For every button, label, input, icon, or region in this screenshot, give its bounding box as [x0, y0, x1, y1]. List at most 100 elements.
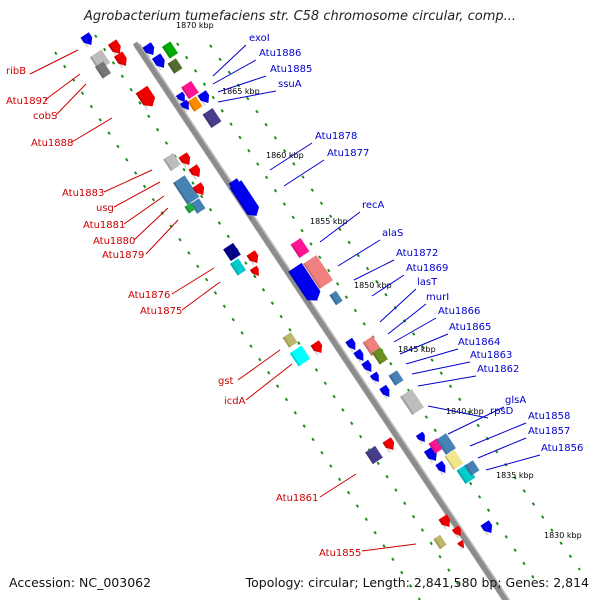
leader-line [123, 195, 165, 225]
gene-label-Atu1877: Atu1877 [327, 148, 369, 159]
tick-label: 1860 kbp [266, 151, 304, 160]
gene-feature [353, 348, 364, 364]
gene-feature [361, 359, 372, 375]
gene-feature [142, 42, 155, 58]
gene-feature [249, 265, 259, 279]
gene-feature [451, 525, 461, 539]
gene-feature [246, 250, 259, 266]
gene-feature [438, 514, 451, 530]
gene-feature [379, 384, 390, 400]
gene-label-cobS: cobS [33, 111, 57, 122]
leader-line [181, 281, 221, 311]
leader-line [485, 454, 541, 471]
tick-label: 1830 kbp [544, 531, 582, 540]
gene-label-Atu1879: Atu1879 [102, 250, 144, 261]
leader-line [237, 349, 281, 381]
gene-label-Atu1880: Atu1880 [93, 236, 135, 247]
gene-label-alaS: alaS [382, 228, 403, 239]
gene-feature [192, 182, 205, 198]
gene-label-Atu1883: Atu1883 [62, 188, 104, 199]
gene-label-Atu1865: Atu1865 [449, 322, 491, 333]
gene-label-Atu1856: Atu1856 [541, 443, 583, 454]
chromosome-backbone [132, 41, 509, 600]
gene-label-Atu1857: Atu1857 [528, 426, 570, 437]
map-title: Agrobacterium tumefaciens str. C58 chrom… [83, 9, 517, 24]
gene-feature [433, 534, 447, 550]
gene-feature [188, 164, 201, 180]
leader-line [393, 317, 437, 343]
leader-line [55, 83, 87, 116]
grid-dots [54, 34, 581, 600]
gene-labels: ribBAtu1892cobSAtu1888Atu1883usgAtu1881A… [6, 33, 583, 559]
gene-feature [415, 431, 425, 445]
leader-line [405, 348, 459, 365]
gene-label-Atu1869: Atu1869 [406, 263, 448, 274]
gene-label-usg: usg [96, 203, 114, 214]
leader-line [212, 59, 257, 85]
gene-label-rpsD: rpsD [490, 406, 514, 417]
gene-label-Atu1888: Atu1888 [31, 138, 73, 149]
grid-track [54, 51, 421, 600]
leader-line [319, 473, 357, 498]
leader-line [283, 159, 325, 187]
leader-line [417, 375, 477, 387]
leader-line [319, 211, 361, 243]
gene-feature [107, 39, 121, 57]
gene-feature [163, 152, 181, 172]
gene-label-Atu1863: Atu1863 [470, 350, 512, 361]
gene-label-Atu1878: Atu1878 [315, 131, 357, 142]
gene-feature [435, 460, 446, 476]
leader-line [71, 117, 113, 143]
gene-feature [444, 450, 464, 470]
leader-line [387, 303, 427, 335]
leader-line [212, 44, 247, 77]
gene-label-Atu1864: Atu1864 [458, 337, 500, 348]
tick-label: 1865 kbp [222, 87, 260, 96]
leader-line [44, 73, 81, 101]
gene-feature [151, 53, 165, 71]
genome-summary: Topology: circular; Length: 2,841,580 bp… [245, 575, 589, 590]
gene-feature [282, 332, 298, 348]
gene-label-lasT: lasT [417, 277, 438, 288]
gene-feature [94, 61, 112, 79]
gene-feature [80, 32, 93, 48]
leader-line [245, 363, 293, 401]
gene-feature [228, 178, 241, 194]
gene-feature [303, 255, 333, 289]
gene-feature [436, 433, 456, 455]
gene-label-Atu1861: Atu1861 [276, 493, 318, 504]
leader-line [469, 422, 527, 447]
gene-feature [175, 91, 185, 105]
gene-label-Atu1858: Atu1858 [528, 411, 570, 422]
leader-line [361, 543, 417, 552]
gene-label-murI: murI [426, 292, 449, 303]
leader-line [217, 90, 277, 103]
gene-feature [329, 290, 343, 306]
leader-line [399, 333, 449, 355]
gene-feature [369, 371, 379, 385]
gene-label-Atu1886: Atu1886 [259, 48, 301, 59]
gene-label-ssuA: ssuA [278, 79, 302, 90]
gene-feature [289, 345, 311, 367]
leader-line [103, 169, 153, 193]
tick-label: 1845 kbp [398, 345, 436, 354]
gene-label-Atu1855: Atu1855 [319, 548, 361, 559]
leader-line [133, 207, 169, 241]
gene-feature [197, 90, 210, 106]
leader-line [477, 437, 527, 459]
tick-label: 1855 kbp [310, 217, 348, 226]
gene-label-icdA: icdA [224, 396, 246, 407]
leader-line [411, 361, 471, 375]
gene-feature [464, 460, 480, 476]
gene-feature [135, 85, 156, 111]
gene-feature [161, 41, 179, 59]
gene-feature [288, 262, 321, 306]
gene-feature [371, 347, 389, 365]
grid-track [176, 42, 536, 581]
leader-line [29, 49, 79, 75]
gene-feature [345, 337, 356, 353]
gene-feature [184, 202, 196, 214]
